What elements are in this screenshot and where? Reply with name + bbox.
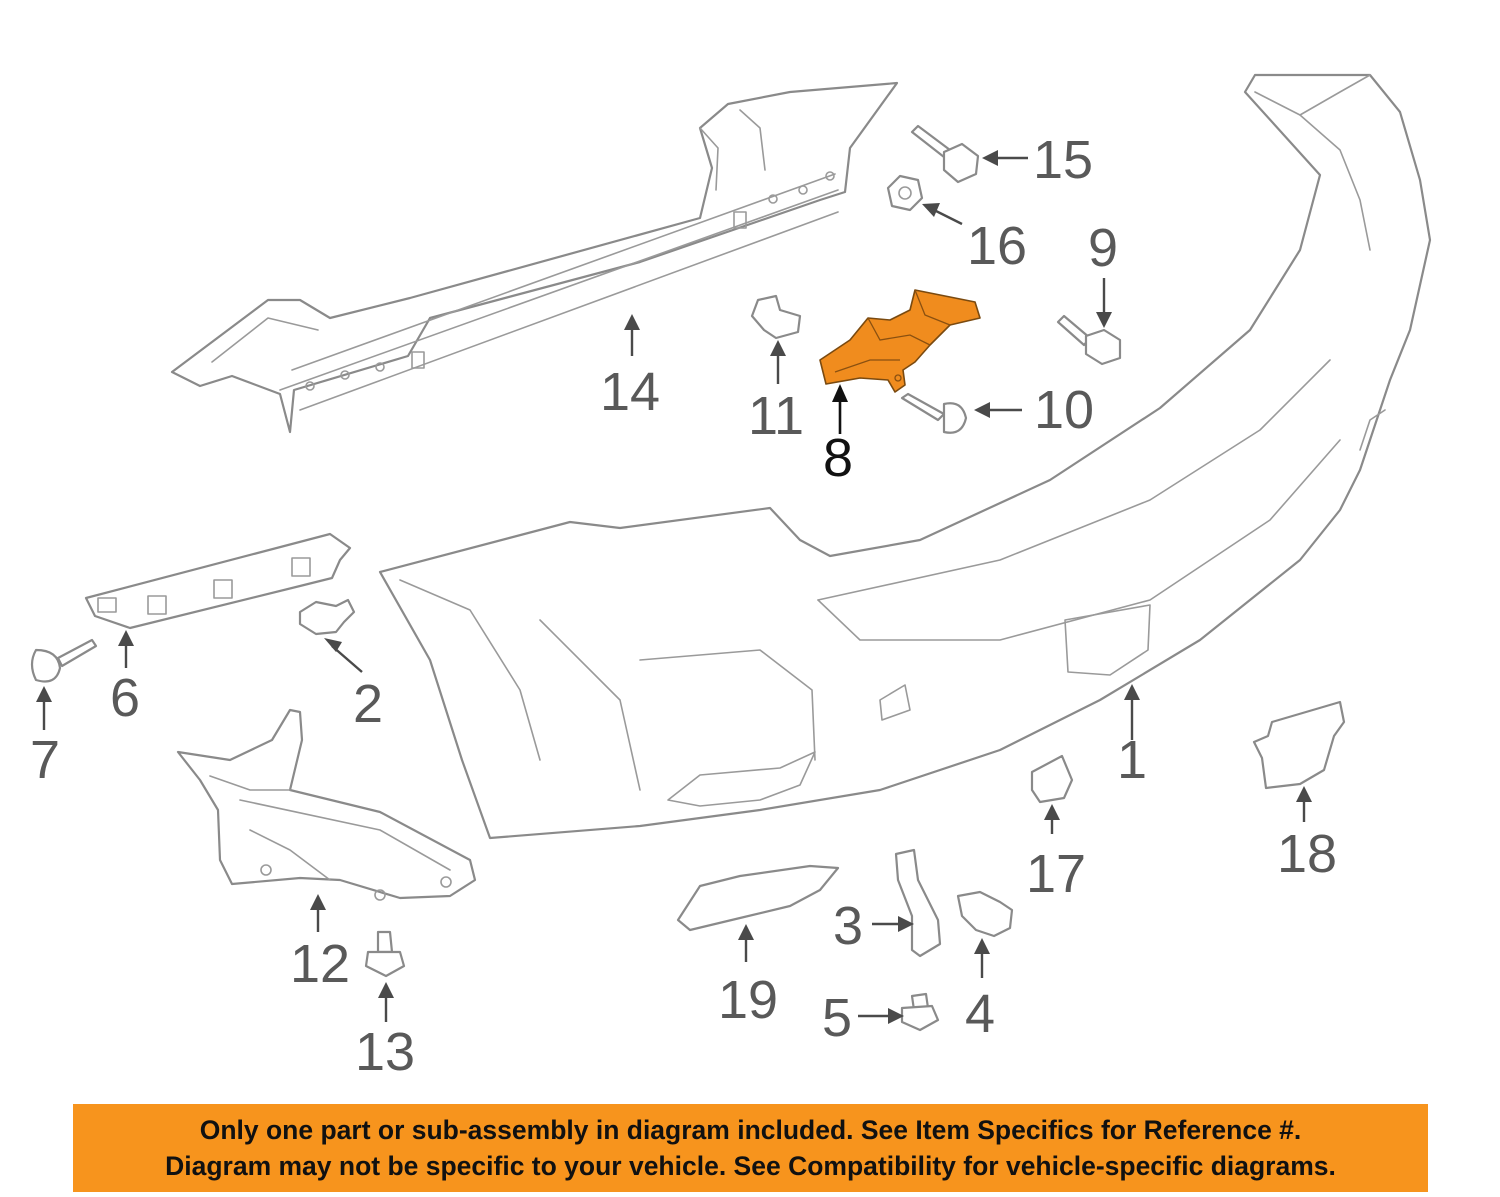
part-3-retainer bbox=[894, 848, 942, 958]
callout-3: 3 bbox=[833, 896, 863, 956]
callout-19: 19 bbox=[718, 970, 778, 1030]
callout-7: 7 bbox=[30, 730, 60, 790]
part-15-bolt bbox=[910, 124, 980, 184]
callout-1: 1 bbox=[1117, 730, 1147, 790]
callout-17: 17 bbox=[1026, 844, 1086, 904]
part-8-bumper-bracket-highlighted bbox=[819, 289, 981, 393]
callout-9: 9 bbox=[1088, 218, 1118, 278]
part-9-bolt bbox=[1056, 314, 1122, 366]
part-6-side-bracket bbox=[84, 532, 352, 630]
callout-6: 6 bbox=[110, 668, 140, 728]
part-2-clip bbox=[298, 598, 356, 636]
disclaimer-line-1: Only one part or sub-assembly in diagram… bbox=[199, 1115, 1302, 1145]
callout-10: 10 bbox=[1034, 380, 1094, 440]
callout-13: 13 bbox=[355, 1022, 415, 1082]
callout-2: 2 bbox=[353, 674, 383, 734]
part-4-clip bbox=[956, 890, 1014, 938]
part-5-bolt bbox=[900, 992, 940, 1032]
callout-14: 14 bbox=[600, 362, 660, 422]
part-1-bumper-cover bbox=[378, 73, 1432, 840]
part-11-clip bbox=[750, 294, 802, 340]
part-19-reflector bbox=[676, 864, 840, 932]
exploded-bumper-diagram: 1 2 3 4 5 6 7 8 9 10 11 12 13 14 15 16 1… bbox=[30, 73, 1432, 1082]
disclaimer-banner: Only one part or sub-assembly in diagram… bbox=[73, 1104, 1428, 1192]
callout-4: 4 bbox=[965, 984, 995, 1044]
callout-18: 18 bbox=[1277, 824, 1337, 884]
part-7-screw bbox=[30, 638, 98, 683]
callout-8-highlighted: 8 bbox=[823, 428, 853, 488]
part-12-lower-bracket bbox=[176, 708, 477, 901]
callout-arrows bbox=[36, 150, 1312, 1024]
callout-12: 12 bbox=[290, 934, 350, 994]
callout-5: 5 bbox=[822, 988, 852, 1048]
part-17-cap bbox=[1030, 754, 1074, 804]
disclaimer-line-2: Diagram may not be specific to your vehi… bbox=[165, 1151, 1336, 1181]
part-13-push-pin bbox=[364, 930, 406, 978]
part-14-reinforcement-beam bbox=[170, 81, 899, 434]
part-18-tow-hook-cover bbox=[1252, 700, 1346, 790]
callout-15: 15 bbox=[1033, 130, 1093, 190]
part-10-screw bbox=[900, 392, 968, 434]
callout-16: 16 bbox=[967, 216, 1027, 276]
callout-11: 11 bbox=[748, 386, 804, 446]
part-16-nut bbox=[886, 174, 924, 212]
